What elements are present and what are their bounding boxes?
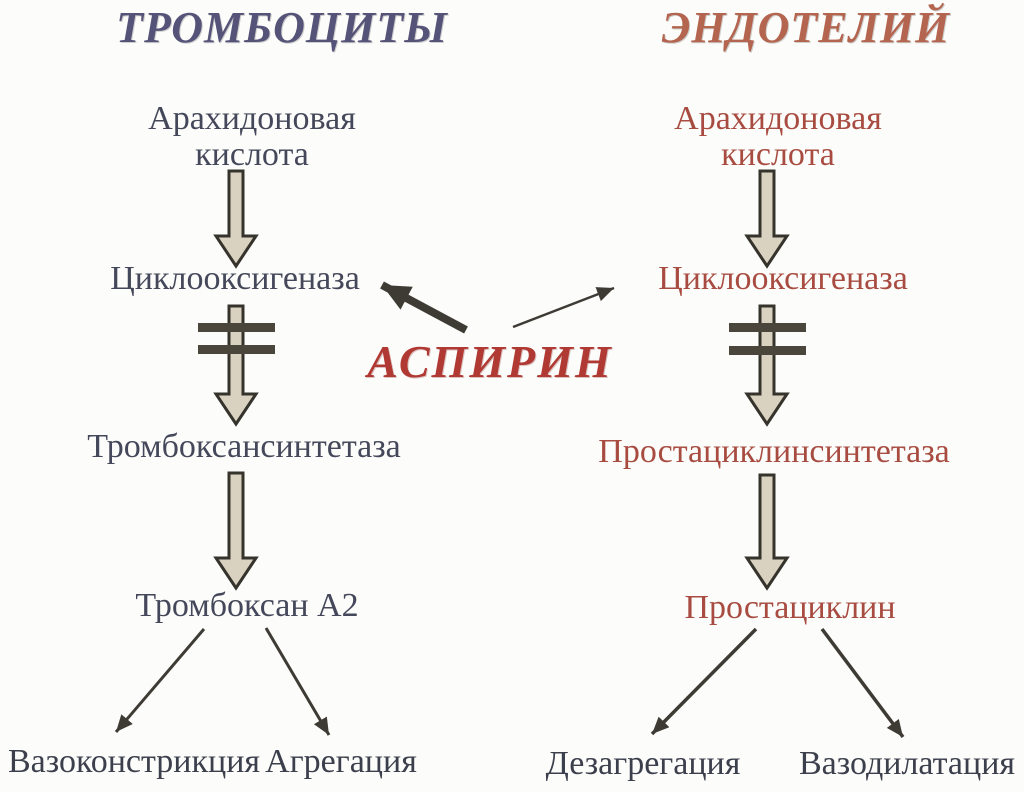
block-arrow-endothelium-synthetase-to-product bbox=[744, 473, 790, 591]
label-arachidonic-acid-endothelium-line1: Арахидоновая bbox=[674, 100, 882, 137]
label-aspirin: АСПИРИН bbox=[367, 336, 613, 387]
block-arrow-platelets-substrate-to-cox bbox=[213, 169, 259, 269]
block-arrow-endothelium-substrate-to-cox bbox=[744, 169, 790, 269]
inhibition-bar-endothelium-top bbox=[729, 323, 806, 332]
block-arrow-endothelium-cox-to-synthetase bbox=[744, 304, 790, 427]
label-aggregation: Агрегация bbox=[265, 743, 417, 780]
header-endothelium: ЭНДОТЕЛИЙ bbox=[661, 3, 951, 52]
label-vasoconstriction: Вазоконстрикция bbox=[7, 743, 261, 780]
arrow-txa2-to-aggregation bbox=[264, 627, 331, 736]
label-vasodilatation: Вазодилатация bbox=[798, 745, 1016, 782]
inhibition-bar-platelets-bottom bbox=[198, 345, 275, 354]
label-arachidonic-acid-endothelium-line2: кислота bbox=[721, 136, 835, 174]
label-thromboxane-a2: Тромбоксан А2 bbox=[135, 587, 359, 624]
inhibition-bar-platelets-top bbox=[198, 323, 275, 332]
aspirin-to-platelet-cox-arrow bbox=[380, 281, 468, 334]
label-cyclooxygenase-platelets: Циклооксигеназа bbox=[110, 260, 360, 297]
aspirin-to-endothelium-cox-arrow bbox=[512, 286, 615, 329]
block-arrow-platelets-cox-to-synthetase bbox=[213, 304, 259, 427]
inhibition-bar-endothelium-bottom bbox=[729, 346, 806, 355]
arrow-txa2-to-vasoconstriction bbox=[114, 628, 206, 733]
label-arachidonic-acid-platelets-line2: кислота bbox=[195, 136, 309, 174]
label-thromboxane-synthetase: Тромбоксансинтетаза bbox=[87, 428, 401, 465]
label-prostacyclin-synthetase: Простациклинсинтетаза bbox=[598, 433, 950, 470]
label-prostacyclin: Простациклин bbox=[684, 589, 896, 626]
label-arachidonic-acid-endothelium: Арахидоновая кислота bbox=[674, 100, 882, 174]
label-arachidonic-acid-platelets: Арахидоновая кислота bbox=[148, 100, 356, 174]
arrow-prostacyclin-to-vasodilatation bbox=[820, 627, 905, 739]
label-disaggregation: Дезагрегация bbox=[545, 745, 741, 782]
label-cyclooxygenase-endothelium: Циклооксигеназа bbox=[658, 260, 908, 297]
block-arrow-platelets-synthetase-to-product bbox=[213, 471, 259, 591]
header-platelets: ТРОМБОЦИТЫ bbox=[116, 3, 448, 52]
arrow-prostacyclin-to-disaggregation bbox=[650, 627, 758, 736]
label-arachidonic-acid-platelets-line1: Арахидоновая bbox=[148, 100, 356, 137]
